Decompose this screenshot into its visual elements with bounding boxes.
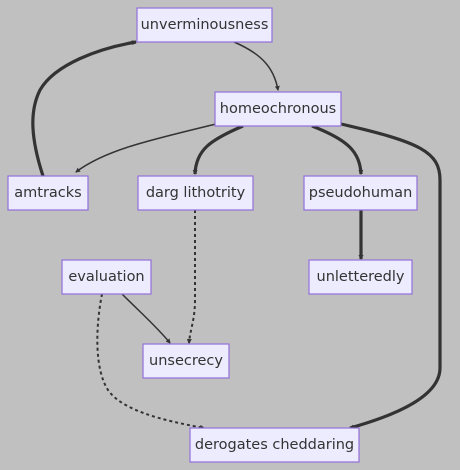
node-derogates-cheddaring-label: derogates cheddaring [195, 437, 354, 453]
edge-homeochronous-to-darg-lithotrity [192, 124, 244, 175]
edge-unverminousness-to-homeochronous [233, 41, 280, 91]
node-amtracks: amtracks [7, 175, 89, 211]
node-unsecrecy-label: unsecrecy [149, 353, 223, 369]
node-amtracks-label: amtracks [14, 185, 81, 201]
edge-amtracks-to-unverminousness [31, 40, 137, 177]
node-pseudohuman-label: pseudohuman [309, 185, 413, 201]
node-pseudohuman: pseudohuman [303, 175, 418, 211]
edge-homeochronous-to-derogates-cheddaring [340, 122, 442, 430]
node-darg-lithotrity: darg lithotrity [137, 175, 254, 211]
edge-homeochronous-to-amtracks [75, 123, 217, 173]
node-evaluation-label: evaluation [68, 269, 144, 285]
node-unsecrecy: unsecrecy [142, 343, 230, 379]
edge-darg-lithotrity-to-unsecrecy [186, 210, 196, 344]
node-evaluation: evaluation [61, 259, 152, 295]
edge-evaluation-to-derogates-cheddaring [96, 293, 205, 430]
edge-evaluation-to-unsecrecy [121, 293, 171, 344]
edges [31, 40, 442, 430]
node-unverminousness-label: unverminousness [141, 17, 269, 33]
edge-homeochronous-to-pseudohuman [311, 124, 364, 175]
node-unverminousness: unverminousness [136, 7, 273, 43]
node-darg-lithotrity-label: darg lithotrity [146, 185, 246, 201]
node-homeochronous: homeochronous [214, 91, 342, 127]
node-derogates-cheddaring: derogates cheddaring [189, 427, 360, 463]
nodes: unverminousness homeochronous amtracks d… [7, 7, 418, 463]
node-homeochronous-label: homeochronous [220, 101, 336, 117]
node-unletteredly: unletteredly [308, 259, 413, 295]
node-unletteredly-label: unletteredly [317, 269, 405, 285]
